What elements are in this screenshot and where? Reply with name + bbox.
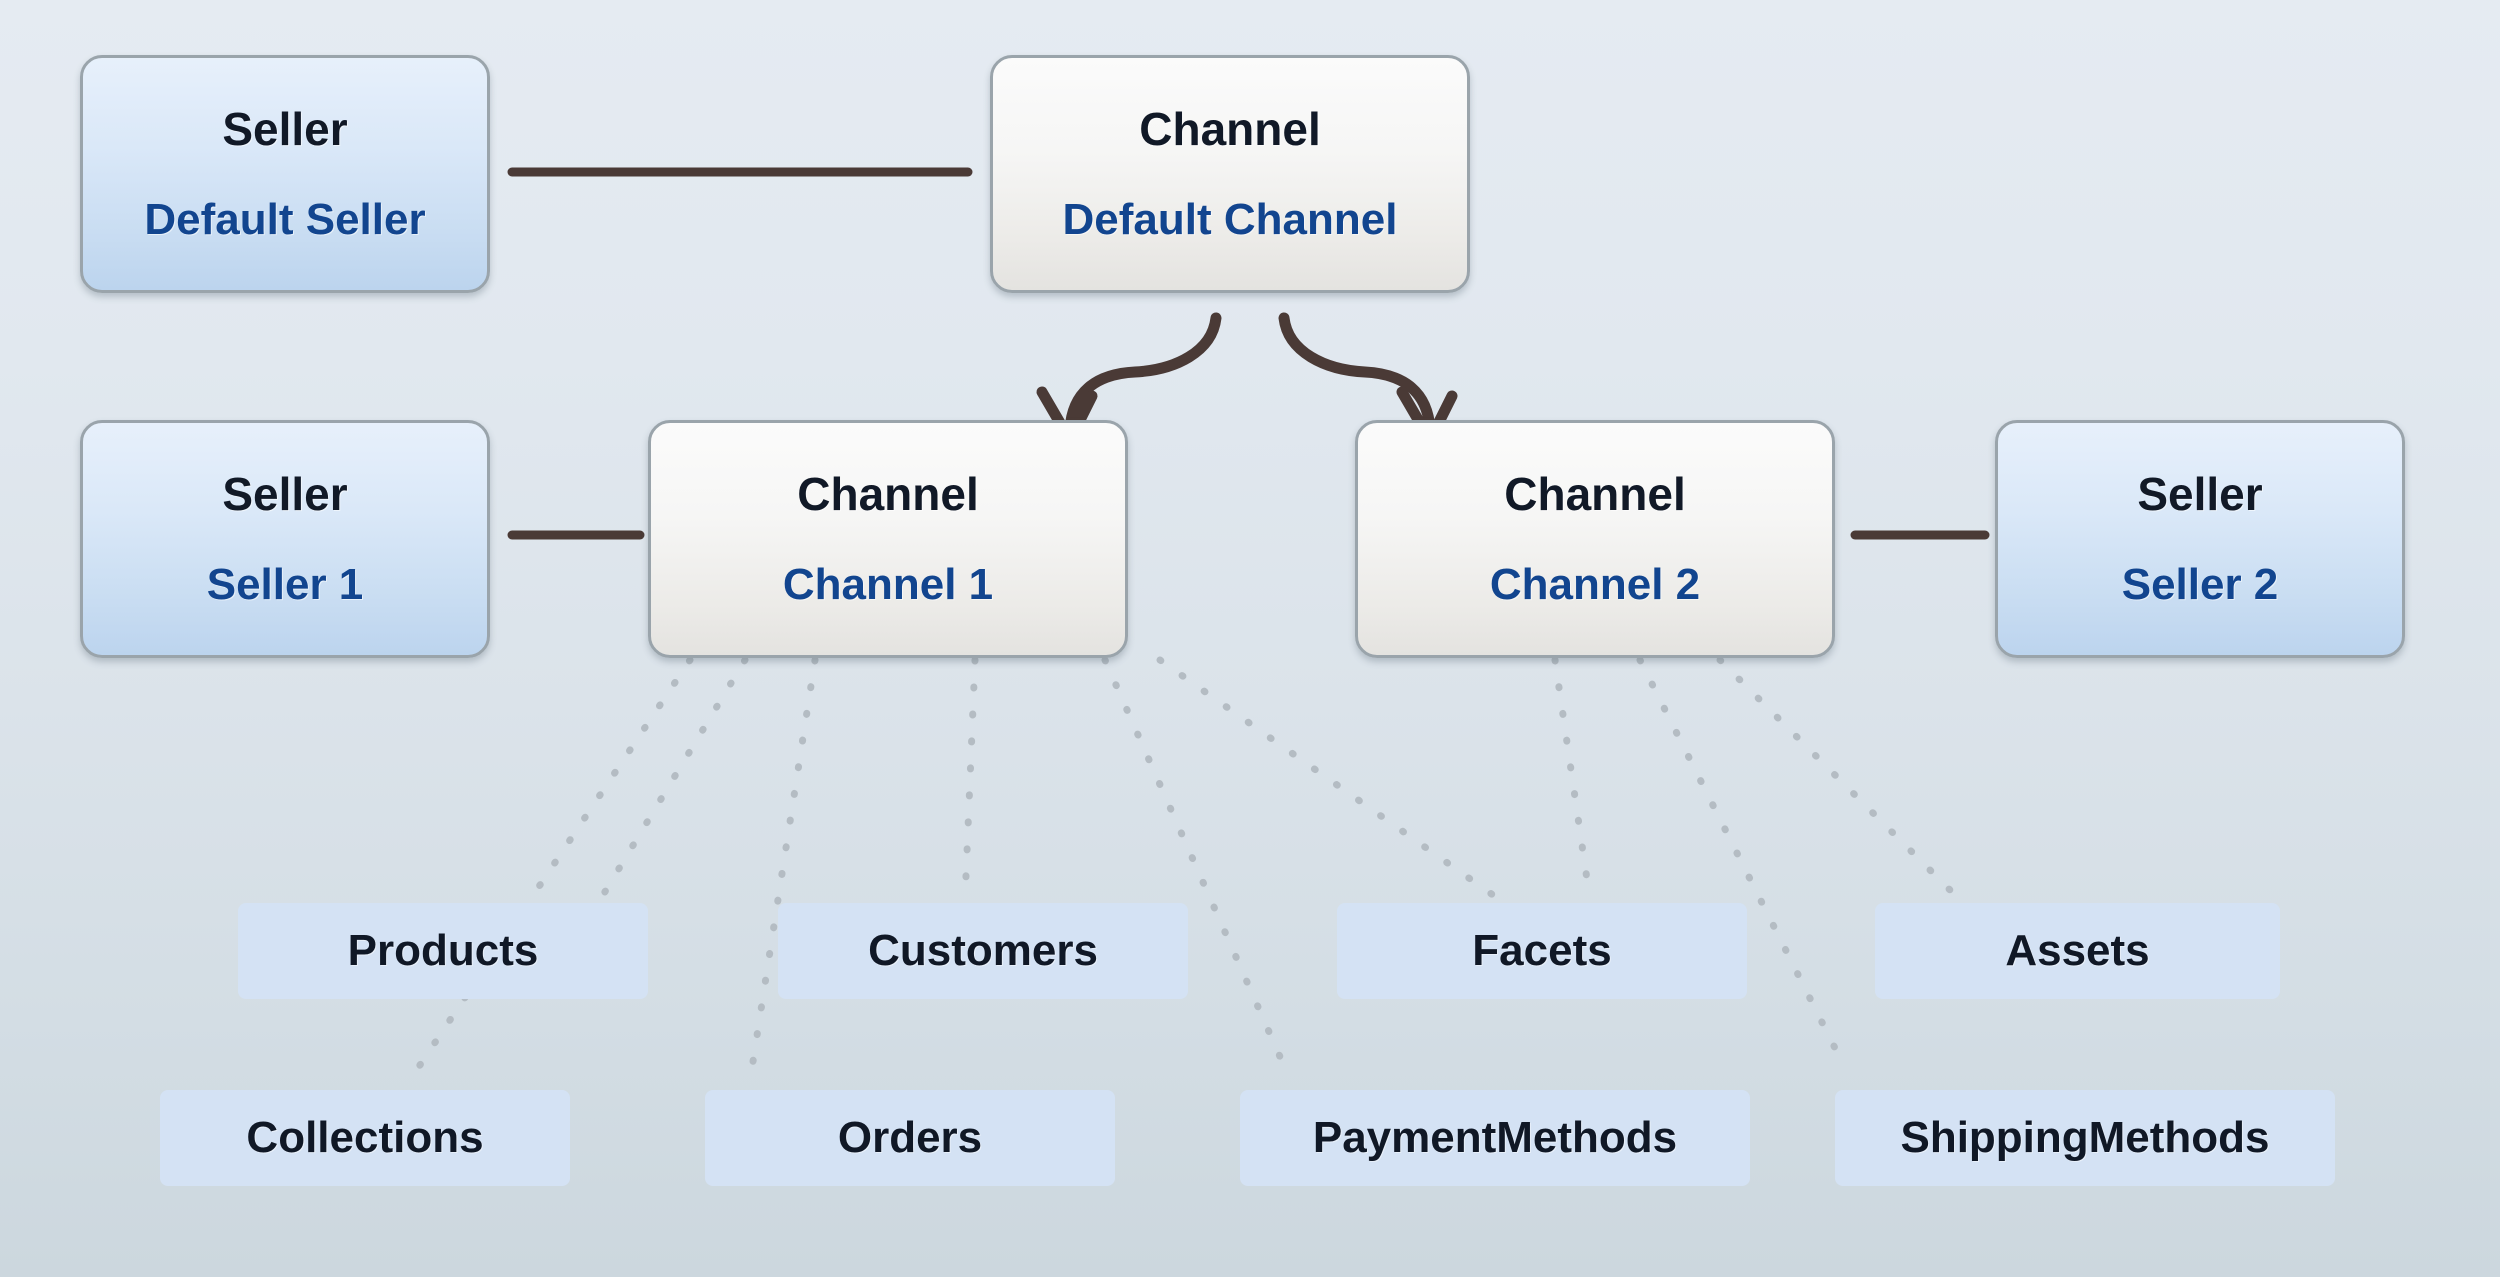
dotted-channel2-facets <box>1551 656 1594 904</box>
dotted-channel1-products <box>596 656 749 904</box>
entity-tag-label: Orders <box>837 1113 983 1162</box>
node-name-label: Seller 1 <box>206 560 364 609</box>
dotted-links-channel1 <box>414 656 1504 1072</box>
entity-tag-label: ShippingMethods <box>1900 1113 2270 1162</box>
node-name-label: Default Seller <box>144 195 426 244</box>
dotted-links-channel2 <box>1551 656 1964 1072</box>
entity-tag-label: Assets <box>2005 926 2150 975</box>
dotted-channel1-facets <box>1156 656 1504 904</box>
entity-tag-label: Products <box>347 926 539 975</box>
dotted-channel1-orders <box>748 656 819 1072</box>
node-type-label: Channel <box>1504 468 1686 520</box>
node-name-label: Channel 2 <box>1489 560 1701 609</box>
entity-tag-shippingmethods[interactable]: ShippingMethods <box>1835 1090 2335 1186</box>
node-seller-1[interactable]: Seller Seller 1 <box>80 420 490 658</box>
entity-tag-orders[interactable]: Orders <box>705 1090 1115 1186</box>
dotted-channel2-shippingmethods <box>1636 656 1849 1072</box>
entity-tag-customers[interactable]: Customers <box>778 903 1188 999</box>
node-default-channel[interactable]: Channel Default Channel <box>990 55 1470 293</box>
entity-tag-facets[interactable]: Facets <box>1337 903 1747 999</box>
node-type-label: Channel <box>797 468 979 520</box>
node-name-label: Seller 2 <box>2121 560 2279 609</box>
node-type-label: Channel <box>1139 103 1321 155</box>
entity-tag-label: Facets <box>1472 926 1612 975</box>
node-name-label: Default Channel <box>1062 195 1398 244</box>
dotted-channel2-assets <box>1716 656 1964 904</box>
node-name-label: Channel 1 <box>782 560 994 609</box>
node-type-label: Seller <box>222 103 348 155</box>
entity-tag-paymentmethods[interactable]: PaymentMethods <box>1240 1090 1750 1186</box>
entity-tag-label: Customers <box>868 926 1098 975</box>
node-type-label: Seller <box>222 468 348 520</box>
dotted-channel1-paymentmethods <box>1101 656 1289 1072</box>
node-seller-2[interactable]: Seller Seller 2 <box>1995 420 2405 658</box>
node-default-seller[interactable]: Seller Default Seller <box>80 55 490 293</box>
entity-tag-label: PaymentMethods <box>1312 1113 1678 1162</box>
node-channel-2[interactable]: Channel Channel 2 <box>1355 420 1835 658</box>
node-channel-1[interactable]: Channel Channel 1 <box>648 420 1128 658</box>
entity-tag-collections[interactable]: Collections <box>160 1090 570 1186</box>
entity-tag-assets[interactable]: Assets <box>1875 903 2280 999</box>
entity-tag-products[interactable]: Products <box>238 903 648 999</box>
dotted-channel1-customers <box>961 656 979 904</box>
entity-tag-label: Collections <box>246 1113 484 1162</box>
node-type-label: Seller <box>2137 468 2263 520</box>
dotted-channel1-collections <box>414 656 694 1072</box>
